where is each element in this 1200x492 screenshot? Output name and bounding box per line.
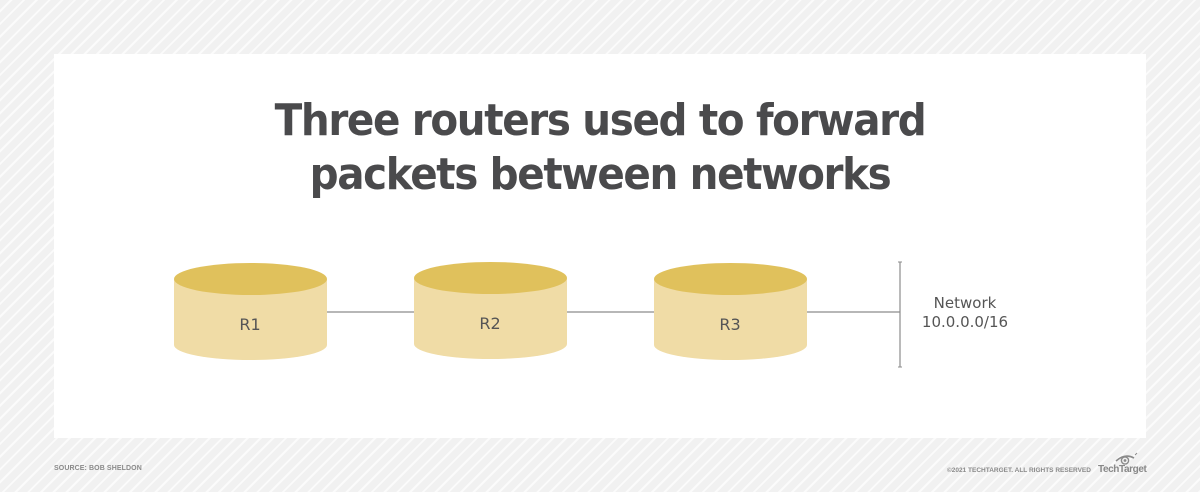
network-label: Network 10.0.0.0/16 <box>910 294 1020 332</box>
router-r3-cylinder <box>654 263 807 360</box>
diagram-panel <box>54 54 1146 438</box>
title-line-1: Three routers used to forward <box>274 95 927 146</box>
diagram-title: Three routers used to forward packets be… <box>98 94 1103 202</box>
title-line-2: packets between networks <box>309 149 892 200</box>
router-r1-cylinder <box>174 263 327 360</box>
router-r2-cylinder <box>414 262 567 359</box>
eye-icon <box>1115 452 1138 465</box>
source-credit: SOURCE: BOB SHELDON <box>54 465 142 472</box>
copyright-notice: ©2021 TECHTARGET. ALL RIGHTS RESERVED <box>947 467 1091 474</box>
network-name: Network <box>933 294 997 312</box>
techtarget-logo: TechTarget <box>1098 452 1148 478</box>
logo-text: TechTarget <box>1098 464 1147 475</box>
router-r2-label: R2 <box>479 314 501 333</box>
router-r3-label: R3 <box>719 315 741 334</box>
router-r1-label: R1 <box>239 315 261 334</box>
network-address: 10.0.0.0/16 <box>921 313 1009 331</box>
